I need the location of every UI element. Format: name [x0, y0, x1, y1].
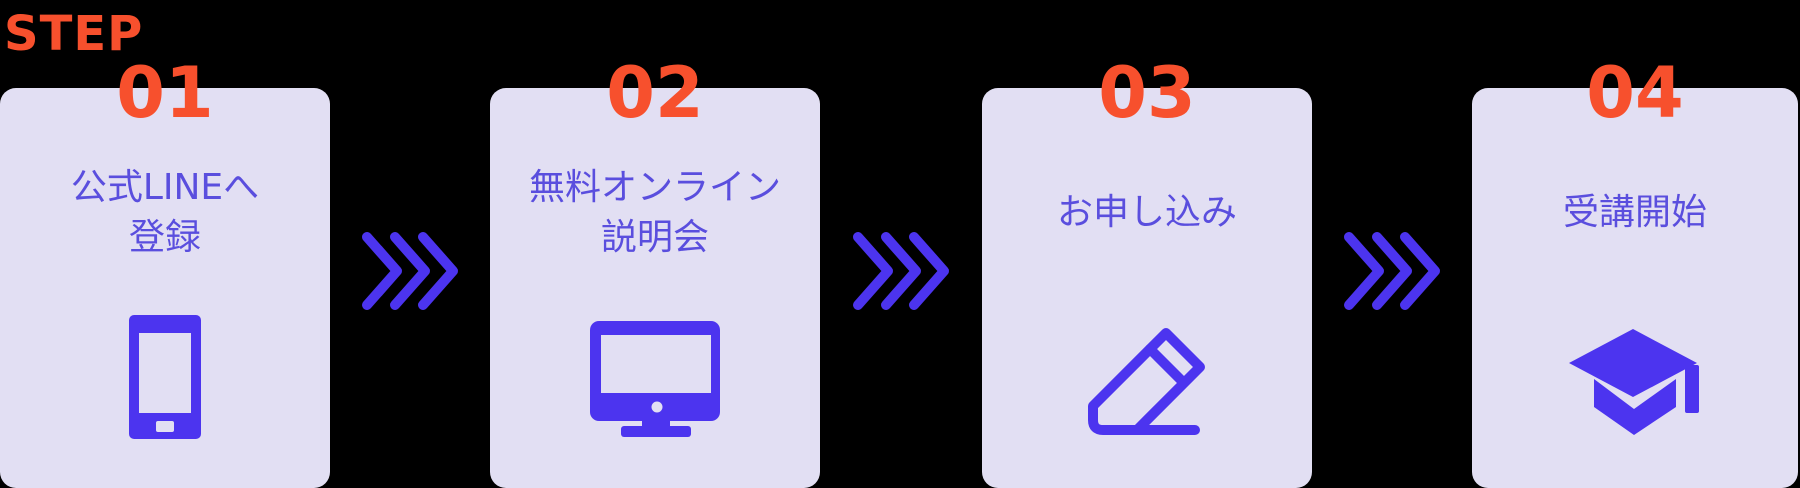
step-number-3: 03	[1098, 52, 1196, 134]
step-number-2: 02	[606, 52, 704, 134]
step-title-1: 公式LINEへ 登録	[0, 158, 330, 268]
triple-chevron-right-icon	[362, 232, 458, 310]
step-card-1: 01 公式LINEへ 登録	[0, 58, 330, 488]
step-number-4: 04	[1586, 52, 1684, 134]
step-title-4: 受講開始	[1472, 158, 1798, 268]
step-title-2-line-2: 説明会	[600, 217, 709, 258]
triple-chevron-right-icon	[853, 232, 949, 310]
monitor-icon	[589, 321, 721, 443]
triple-chevron-right-icon	[1344, 232, 1440, 310]
step-card-3: 03 お申し込み	[982, 58, 1312, 488]
step-title-3: お申し込み	[982, 158, 1312, 268]
step-card-2: 02 無料オンライン 説明会	[490, 58, 820, 488]
step-heading: STEP	[4, 6, 144, 62]
step-title-1-line-2: 登録	[128, 217, 201, 258]
smartphone-icon	[129, 315, 201, 443]
step-title-4-line-1: 受講開始	[1562, 192, 1707, 233]
step-card-4: 04 受講開始	[1472, 58, 1798, 488]
step-number-1: 01	[116, 52, 214, 134]
graduation-cap-icon	[1567, 329, 1703, 443]
step-title-2: 無料オンライン 説明会	[490, 158, 820, 268]
step-title-3-line-1: お申し込み	[1056, 192, 1237, 233]
step-title-2-line-1: 無料オンライン	[528, 167, 781, 208]
pencil-icon	[1087, 327, 1207, 443]
step-title-1-line-1: 公式LINEへ	[70, 167, 260, 208]
